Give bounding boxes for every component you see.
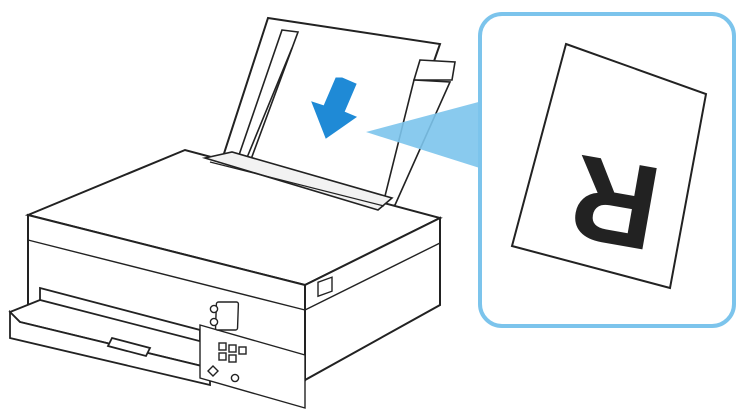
- operation-panel: [199, 301, 306, 409]
- panel-button: [209, 317, 219, 327]
- callout-beam: [366, 100, 486, 170]
- lcd-screen: [214, 301, 240, 331]
- printer-body: [24, 148, 443, 382]
- start-button-icon: [207, 365, 219, 377]
- stop-button-icon: [230, 373, 240, 383]
- magnified-inset: R: [478, 12, 736, 328]
- panel-button: [209, 304, 219, 314]
- inset-paper-sheet: [510, 42, 708, 290]
- panel-button: [228, 344, 237, 353]
- insert-direction-arrow-icon: [311, 77, 358, 139]
- panel-button: [218, 342, 227, 351]
- output-tray: [8, 286, 217, 387]
- panel-button: [228, 354, 237, 363]
- panel-button: [218, 352, 227, 361]
- panel-button: [238, 346, 247, 355]
